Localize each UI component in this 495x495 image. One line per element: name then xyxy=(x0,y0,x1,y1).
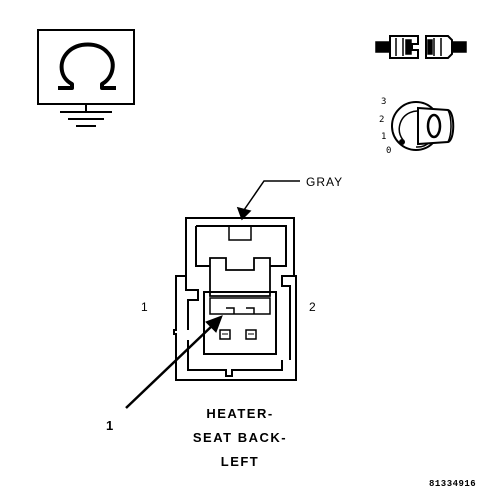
connector-name-line-3: LEFT xyxy=(221,454,260,469)
connector-face xyxy=(173,217,297,381)
connector-name-line-1: HEATER- xyxy=(206,406,273,421)
wire-color-leader xyxy=(236,180,300,221)
ignition-position-3: 3 xyxy=(381,97,386,107)
ignition-position-1: 1 xyxy=(381,132,386,142)
connector-separate-icon xyxy=(375,35,467,59)
ignition-position-0: 0 xyxy=(386,146,391,156)
pin-number-right: 2 xyxy=(309,300,316,314)
callout-leader xyxy=(125,315,223,409)
pin-number-left: 1 xyxy=(141,300,148,314)
wire-color-label: GRAY xyxy=(306,175,343,189)
callout-number: 1 xyxy=(106,418,115,433)
ignition-position-2: 2 xyxy=(379,115,384,125)
ohmmeter-ground-icon xyxy=(37,29,135,127)
ignition-key-icon xyxy=(391,101,455,151)
figure-code: 81334916 xyxy=(429,479,476,489)
connector-name-line-2: SEAT BACK- xyxy=(193,430,287,445)
